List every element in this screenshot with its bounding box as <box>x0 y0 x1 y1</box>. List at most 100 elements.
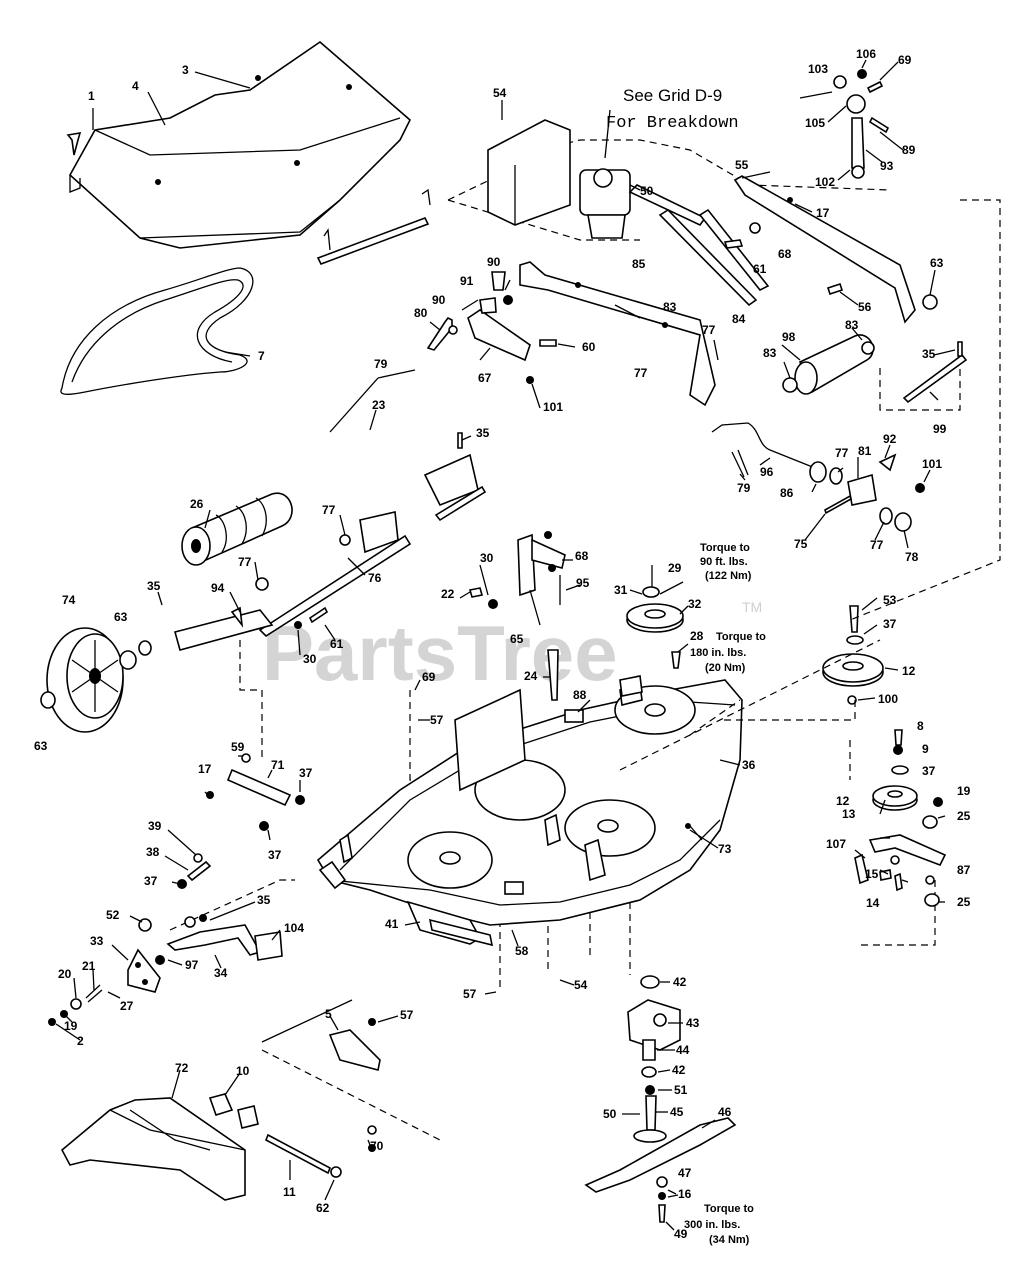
part-number-labels: 1 3 4 7 54 103 106 69 105 89 102 93 50 5… <box>34 47 971 1241</box>
leader-lines <box>55 59 956 1231</box>
part-label: 31 <box>614 583 628 597</box>
part-label: 12 <box>836 794 850 808</box>
lift-arm-part-83 <box>519 261 716 407</box>
part-label: 54 <box>574 978 588 992</box>
part-label: 59 <box>231 740 245 754</box>
part-label: 95 <box>576 576 590 590</box>
part-label: 62 <box>316 1201 330 1215</box>
part-label: 77 <box>702 323 716 337</box>
svg-text:Torque to: Torque to <box>700 542 750 554</box>
part-label: 100 <box>878 692 898 706</box>
rod-part-23 <box>316 188 431 266</box>
discharge-chute-part-72 <box>60 1093 259 1201</box>
part-label: 63 <box>34 739 48 753</box>
part-label: 90 <box>432 293 446 307</box>
svg-text:Torque to: Torque to <box>716 631 766 643</box>
mower-deck-housing-part-36 <box>316 679 743 947</box>
part-label: 50 <box>603 1107 617 1121</box>
part-label: 54 <box>493 86 507 100</box>
rod-part-11 <box>264 1133 342 1178</box>
part-label: 90 <box>487 255 501 269</box>
part-label: 42 <box>672 1063 686 1077</box>
part-label: 57 <box>430 713 444 727</box>
part-label: 38 <box>146 845 160 859</box>
part-label: 23 <box>372 398 386 412</box>
part-label: 75 <box>794 537 808 551</box>
grid-reference-label: See Grid D-9 <box>623 86 722 105</box>
part-label: 17 <box>816 206 830 220</box>
part-label: 74 <box>62 593 76 607</box>
part-label: 25 <box>957 895 971 909</box>
part-label: 88 <box>573 688 587 702</box>
part-label: 37 <box>268 848 282 862</box>
part-label: 73 <box>718 842 732 856</box>
part-label: 103 <box>808 62 828 76</box>
part-label: 5 <box>325 1007 332 1021</box>
part-label: 80 <box>414 306 428 320</box>
part-label: 11 <box>283 1185 296 1199</box>
rod-part-84 <box>658 208 758 307</box>
part-label: 98 <box>782 330 796 344</box>
part-label: 102 <box>815 175 835 189</box>
part-label: 77 <box>322 503 336 517</box>
part-label: 60 <box>582 340 596 354</box>
part-label: 19 <box>64 1019 78 1033</box>
part-label: 24 <box>524 669 538 683</box>
screws-middle-left <box>468 587 498 609</box>
part-label: 46 <box>718 1105 732 1119</box>
link-part-71 <box>206 753 305 831</box>
guide-lines-right <box>619 199 1001 946</box>
link-rod-assembly-top-right <box>833 69 890 179</box>
part-label: 87 <box>957 863 971 877</box>
part-label: 106 <box>856 47 876 61</box>
part-label: 57 <box>463 987 477 1001</box>
part-label: 37 <box>299 766 313 780</box>
part-label: 93 <box>880 159 894 173</box>
part-label: 10 <box>236 1064 250 1078</box>
part-label: 41 <box>385 917 399 931</box>
part-label: 78 <box>905 550 919 564</box>
part-label: 32 <box>688 597 702 611</box>
part-label: 56 <box>858 300 872 314</box>
part-label: 77 <box>634 366 648 380</box>
part-label: 43 <box>686 1016 700 1030</box>
part-label: 30 <box>480 551 494 565</box>
grid-reference-sublabel: For Breakdown <box>606 114 739 133</box>
part-label: 104 <box>284 921 304 935</box>
svg-text:(122 Nm): (122 Nm) <box>705 570 752 582</box>
part-label: 8 <box>917 719 924 733</box>
torque-note-3: Torque to 300 in. lbs. (34 Nm) <box>684 1203 754 1246</box>
part-label: 49 <box>674 1227 688 1241</box>
part-label: 44 <box>676 1043 690 1057</box>
part-label: 37 <box>883 617 897 631</box>
part-label: 27 <box>120 999 134 1013</box>
roller-part-98 <box>723 222 938 395</box>
svg-text:90 ft. lbs.: 90 ft. lbs. <box>700 556 748 568</box>
bolts-part-38-39 <box>177 853 212 889</box>
part-label: 96 <box>760 465 774 479</box>
part-label: 107 <box>826 837 846 851</box>
part-label: 12 <box>902 664 916 678</box>
part-label: 28 <box>690 629 704 643</box>
part-label: 3 <box>182 63 189 77</box>
lift-arm-part-55 <box>733 175 916 324</box>
part-label: 47 <box>678 1166 692 1180</box>
part-label: 84 <box>732 312 746 326</box>
part-label: 89 <box>902 143 916 157</box>
part-label: 50 <box>640 184 654 198</box>
part-label: 7 <box>258 349 265 363</box>
part-label: 36 <box>742 758 756 772</box>
part-label: 76 <box>368 571 382 585</box>
part-label: 53 <box>883 593 897 607</box>
part-label: 83 <box>663 300 677 314</box>
part-label: 99 <box>933 422 947 436</box>
part-label: 79 <box>737 481 751 495</box>
part-label: 21 <box>82 959 96 973</box>
part-label: 35 <box>922 347 936 361</box>
part-label: 77 <box>238 555 252 569</box>
part-label: 68 <box>575 549 589 563</box>
gearbox-assembly <box>447 119 891 292</box>
part-label: 57 <box>400 1008 414 1022</box>
part-label: 105 <box>805 116 825 130</box>
